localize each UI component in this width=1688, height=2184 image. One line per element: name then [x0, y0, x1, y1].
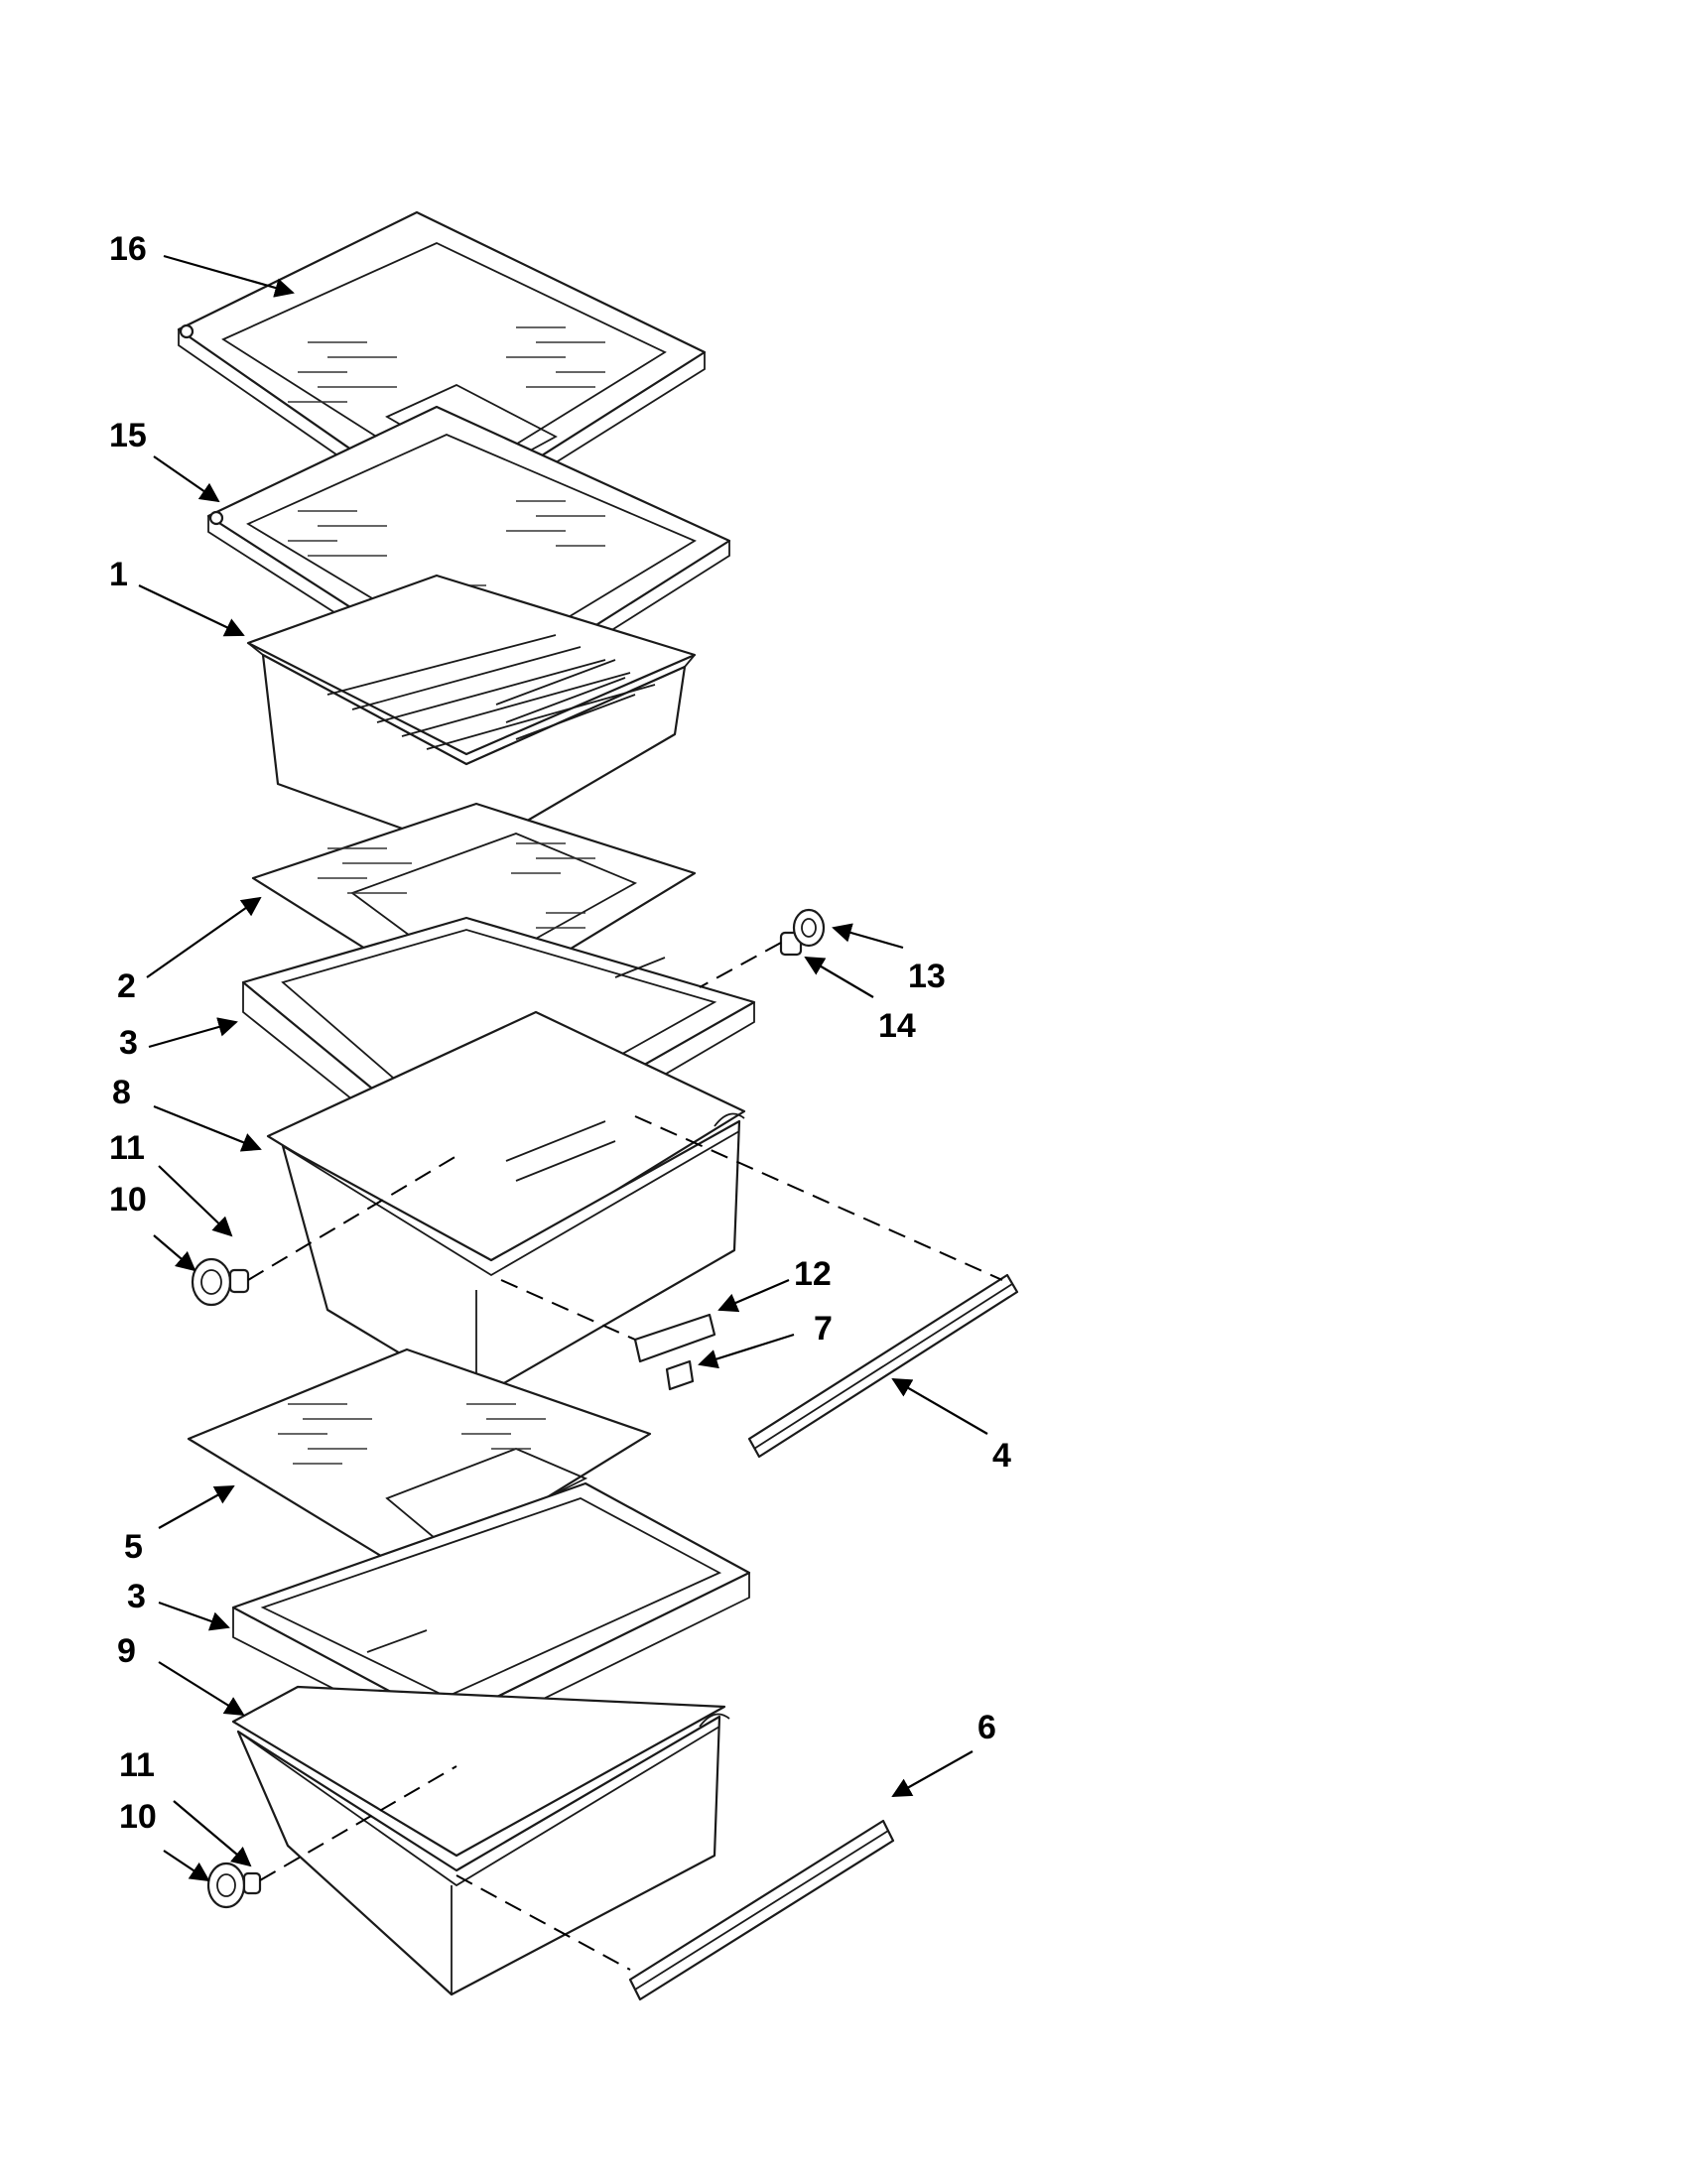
part-11-axle-upper [228, 1268, 250, 1294]
callout-14: 14 [878, 1007, 916, 1045]
callout-4: 4 [992, 1437, 1011, 1475]
part-1-pan [246, 574, 697, 855]
callout-12: 12 [794, 1255, 832, 1293]
callout-6: 6 [977, 1709, 996, 1746]
part-8-drawer [266, 1010, 746, 1401]
part-10-roller-upper [191, 1257, 232, 1307]
callout-7: 7 [814, 1310, 833, 1348]
callout-11-lower: 11 [119, 1746, 155, 1784]
part-7-clip [665, 1359, 695, 1391]
callout-8: 8 [112, 1074, 131, 1111]
part-9-drawer [231, 1685, 730, 1996]
callout-3-lower: 3 [127, 1578, 146, 1615]
part-4-rail [747, 1273, 1019, 1459]
assembly-lines [247, 942, 1003, 1971]
callout-9: 9 [117, 1632, 136, 1670]
part-12-label [633, 1313, 716, 1363]
leader-lines [138, 254, 988, 1882]
part-6-rail [628, 1819, 895, 2001]
part-10-roller-lower [206, 1862, 246, 1909]
callout-10-lower: 10 [119, 1798, 157, 1836]
callout-15: 15 [109, 417, 147, 454]
callout-5: 5 [124, 1528, 143, 1566]
part-2-cover [251, 802, 697, 1014]
part-11-axle-lower [242, 1871, 262, 1895]
callout-2: 2 [117, 967, 136, 1005]
callout-labels: 16 15 1 2 3 8 11 10 13 14 12 7 4 5 3 9 6… [109, 230, 1011, 1836]
part-13-roller [792, 908, 826, 948]
part-5-cover [187, 1348, 652, 1580]
callout-1: 1 [109, 556, 128, 593]
callout-10-upper: 10 [109, 1181, 147, 1219]
callout-13: 13 [908, 958, 946, 995]
callout-11-upper: 11 [109, 1129, 145, 1167]
callout-16: 16 [109, 230, 147, 268]
callout-3-upper: 3 [119, 1024, 138, 1062]
